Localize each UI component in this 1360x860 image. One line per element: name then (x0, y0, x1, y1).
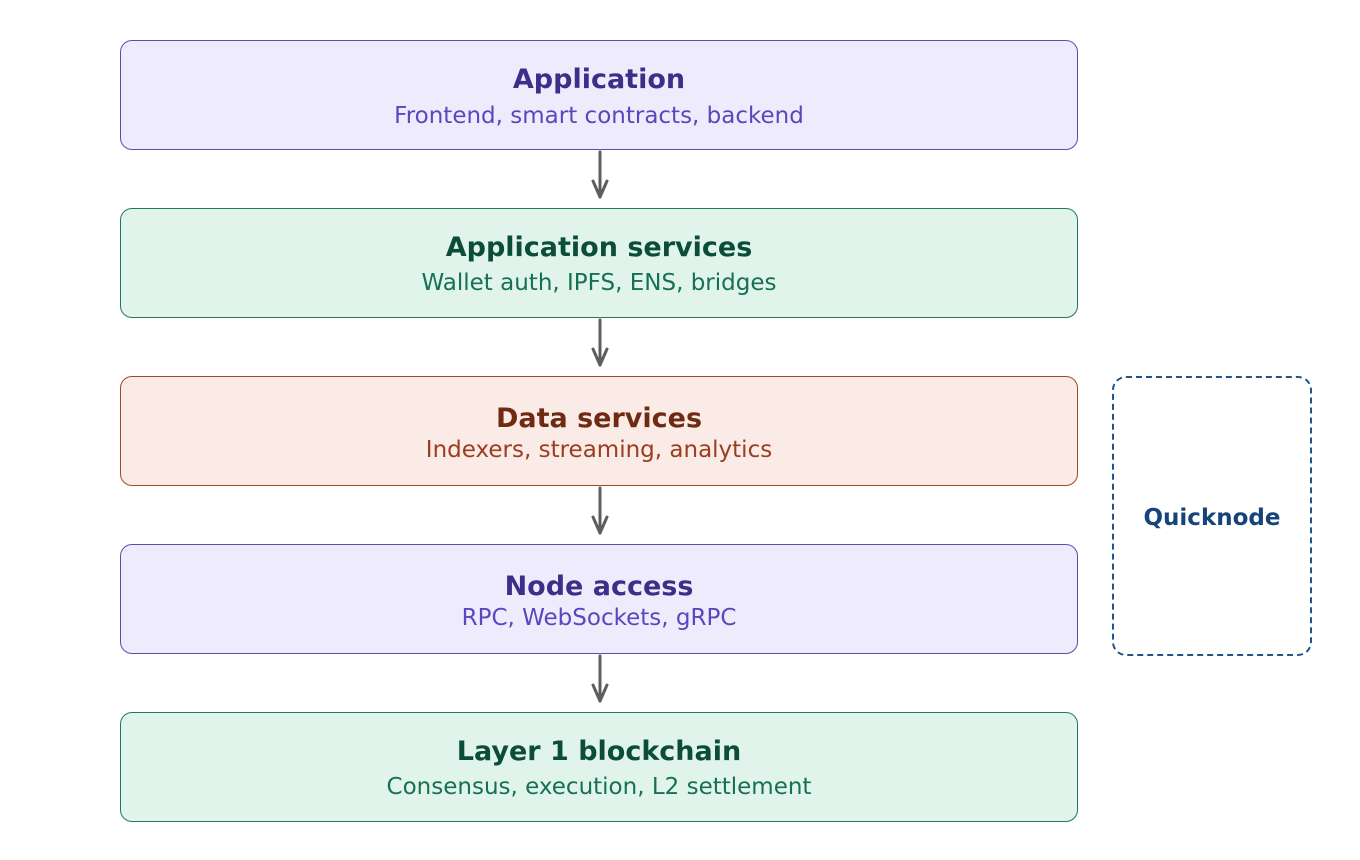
layer-node-access: Node access RPC, WebSockets, gRPC (120, 544, 1078, 654)
arrow-down-icon (591, 150, 609, 199)
arrow-down-icon (591, 318, 609, 367)
arrow-group (591, 150, 609, 703)
layer-l1-blockchain: Layer 1 blockchain Consensus, execution,… (120, 712, 1078, 822)
layer-title: Application (512, 64, 686, 95)
layer-subtitle: Indexers, streaming, analytics (425, 437, 773, 463)
quicknode-bracket: Quicknode (1112, 376, 1312, 656)
layer-subtitle: Consensus, execution, L2 settlement (386, 774, 812, 800)
arrow-down-icon (591, 486, 609, 535)
layer-application: Application Frontend, smart contracts, b… (120, 40, 1078, 150)
layer-title: Node access (504, 571, 694, 602)
layer-data-services: Data services Indexers, streaming, analy… (120, 376, 1078, 486)
arrow-down-icon (591, 654, 609, 703)
layer-title: Data services (495, 403, 703, 434)
layer-application-services: Application services Wallet auth, IPFS, … (120, 208, 1078, 318)
quicknode-label: Quicknode (1143, 505, 1281, 531)
layer-title: Application services (445, 232, 753, 263)
layer-subtitle: Frontend, smart contracts, backend (394, 103, 804, 129)
layer-subtitle: RPC, WebSockets, gRPC (461, 605, 737, 631)
layer-subtitle: Wallet auth, IPFS, ENS, bridges (421, 270, 777, 296)
layer-title: Layer 1 blockchain (456, 736, 742, 767)
